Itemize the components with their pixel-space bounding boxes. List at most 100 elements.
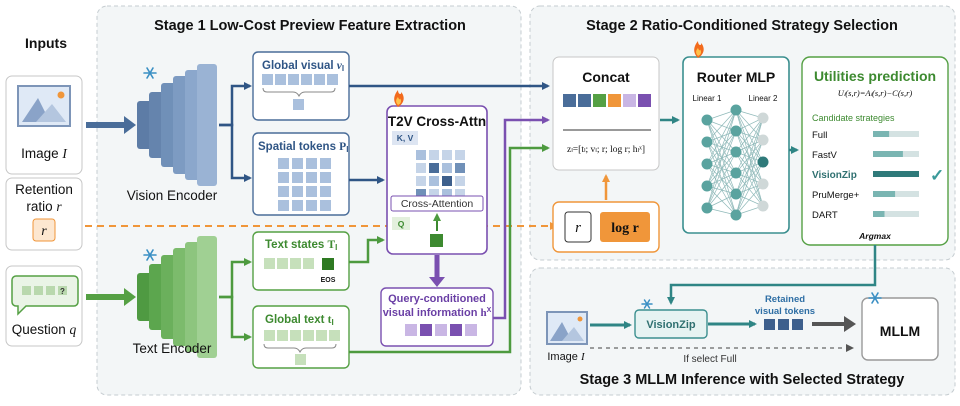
kv-label: K, V — [397, 133, 414, 143]
mlp-connection — [735, 151, 764, 207]
image-input-icon — [17, 85, 71, 127]
mlp-connection — [706, 109, 737, 143]
r-feature-label: r — [575, 220, 581, 236]
mlp-connection — [735, 130, 764, 185]
mllm-box — [861, 297, 939, 361]
strategy-bar-fill — [873, 191, 896, 197]
retention-label: Retention — [15, 182, 73, 197]
retained-label-2: visual tokens — [755, 306, 815, 317]
vision-encoder-stack — [137, 64, 217, 186]
mlp-node — [701, 202, 713, 214]
snowflake-icon — [868, 292, 882, 304]
vision-to-spatial-arrow — [219, 123, 252, 182]
pooled-text-token — [295, 354, 306, 365]
question-token — [46, 286, 55, 295]
mlp-node — [730, 125, 742, 137]
query-conditioned-line2: visual information hX — [383, 307, 492, 319]
if-full-label: If select Full — [683, 354, 736, 365]
kv-label-box — [392, 131, 418, 145]
mlp-output-node — [757, 134, 769, 146]
states-to-t2v-arrow — [349, 236, 385, 264]
mlp-connection — [735, 117, 764, 216]
attention-map — [416, 150, 465, 199]
strategy-bar-fill — [873, 131, 890, 137]
mlp-node — [730, 188, 742, 200]
strategy-bar-fill — [873, 151, 903, 157]
mlp-node — [701, 158, 713, 170]
mlp-output-node — [757, 200, 769, 212]
eos-token — [322, 258, 334, 270]
mlp-output-node — [757, 112, 769, 124]
mlp-connection — [735, 139, 764, 216]
cross-attention-label: Cross-Attention — [401, 198, 474, 210]
mlp-node — [730, 104, 742, 116]
eos-query-token — [430, 234, 443, 247]
global-text-label: Global text tI — [265, 314, 334, 327]
retention-ratio-box — [32, 218, 56, 242]
retained-label-1: Retained — [765, 294, 805, 305]
question-bubble-icon — [11, 275, 79, 316]
question-mark: ? — [60, 287, 65, 296]
question-to-encoder-arrowhead — [124, 288, 136, 306]
query-to-concat-arrow — [493, 116, 550, 320]
mlp-node — [701, 180, 713, 192]
stage3-image-label: Image I — [547, 351, 586, 363]
stage3-panel — [529, 267, 956, 396]
text-encoder-stack — [137, 236, 217, 358]
image-input-label: Image I — [21, 146, 68, 161]
strategy-bar-fill — [873, 171, 916, 177]
strategy-bar-track — [873, 131, 919, 137]
linear2-label: Linear 2 — [749, 94, 778, 103]
mlp-connection — [735, 117, 764, 195]
checkmark-icon: ✓ — [930, 166, 944, 185]
concat-title: Concat — [582, 69, 630, 85]
pooling-brace — [262, 87, 336, 98]
snowflake-icon — [143, 249, 157, 261]
mllm-label: MLLM — [880, 323, 920, 339]
utilities-formula: Uₗ(s,r)=Aₗ(s,r)−C(s,r) — [838, 88, 913, 98]
r-feature-box — [564, 211, 592, 243]
global-visual-tokens — [262, 74, 338, 85]
strategy-bar-track — [873, 211, 919, 217]
spatial-tokens-label: Spatial tokens PI — [258, 141, 348, 154]
mlp-connection — [735, 183, 764, 216]
mlp-node — [730, 209, 742, 221]
stage3-title: Stage 3 MLLM Inference with Selected Str… — [580, 372, 905, 388]
t2v-title: T2V Cross-Attn — [388, 114, 486, 129]
q-label-box — [392, 217, 410, 230]
spatial-token-grid — [278, 158, 331, 211]
stage3-image-icon — [546, 311, 588, 345]
mlp-connection — [735, 172, 764, 207]
argmax-label: Argmax — [858, 231, 892, 241]
q-label: Q — [398, 219, 405, 229]
mlp-connection — [706, 109, 737, 209]
mlp-connection — [735, 117, 764, 153]
concat-formula: zₗ=[tₗ; vₗ; r; log r; hₗˣ] — [567, 145, 645, 155]
mlp-node — [730, 146, 742, 158]
mlp-network — [701, 104, 769, 221]
global-text-to-concat-arrow — [349, 144, 550, 354]
tokens-to-mllm-arrowhead — [844, 316, 856, 332]
mlp-connection — [706, 172, 737, 209]
visionzip-label: VisionZip — [646, 319, 696, 331]
vision-encoder-label: Vision Encoder — [127, 188, 218, 203]
strategy-name: VisionZip — [812, 170, 857, 181]
mlp-connection — [735, 151, 764, 185]
candidates-title: Candidate strategies — [812, 113, 895, 123]
strategy-name: FastV — [812, 150, 837, 161]
fire-icon — [394, 90, 404, 107]
query-conditioned-tokens — [405, 324, 477, 336]
text-state-tokens — [264, 258, 314, 269]
stage2-title: Stage 2 Ratio-Conditioned Strategy Selec… — [586, 18, 898, 34]
pooling-brace — [263, 343, 337, 354]
strategy-name: PruMerge+ — [812, 190, 860, 201]
mlp-connection — [706, 119, 737, 153]
t2v-to-query-arrowhead — [429, 277, 445, 287]
inputs-header: Inputs — [25, 35, 67, 51]
question-token — [22, 286, 31, 295]
utilities-title: Utilities prediction — [814, 68, 936, 84]
linear1-label: Linear 1 — [693, 94, 722, 103]
snowflake-icon — [641, 299, 653, 309]
question-input-label: Question q — [12, 322, 77, 337]
